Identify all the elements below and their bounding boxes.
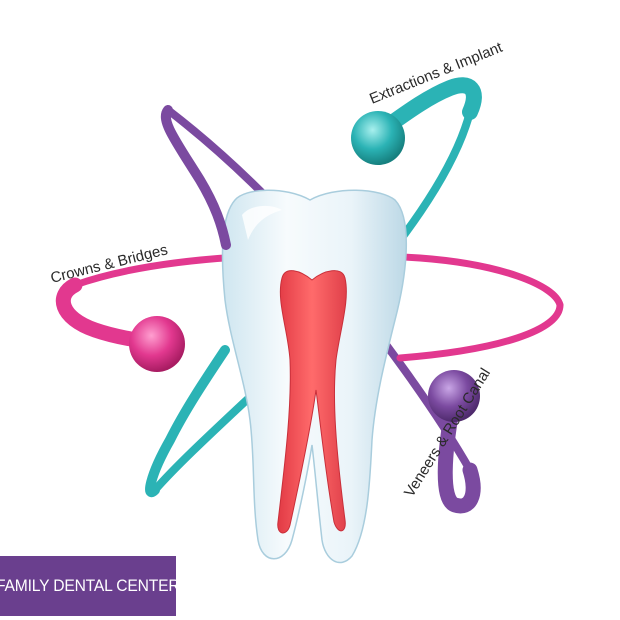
tooth-icon xyxy=(221,189,407,564)
teal-sphere xyxy=(351,111,405,165)
pink-sphere xyxy=(129,316,185,372)
teal-tube xyxy=(377,77,482,136)
pink-orbit-front xyxy=(396,301,564,362)
brand-badge: FAMILY DENTAL CENTER xyxy=(0,556,180,616)
purple-sphere xyxy=(428,370,480,422)
purple-arc-top xyxy=(160,105,231,250)
purple-tube xyxy=(437,402,481,514)
teal-arc-bottom xyxy=(145,345,230,498)
brand-badge-text: FAMILY DENTAL CENTER xyxy=(0,576,180,595)
